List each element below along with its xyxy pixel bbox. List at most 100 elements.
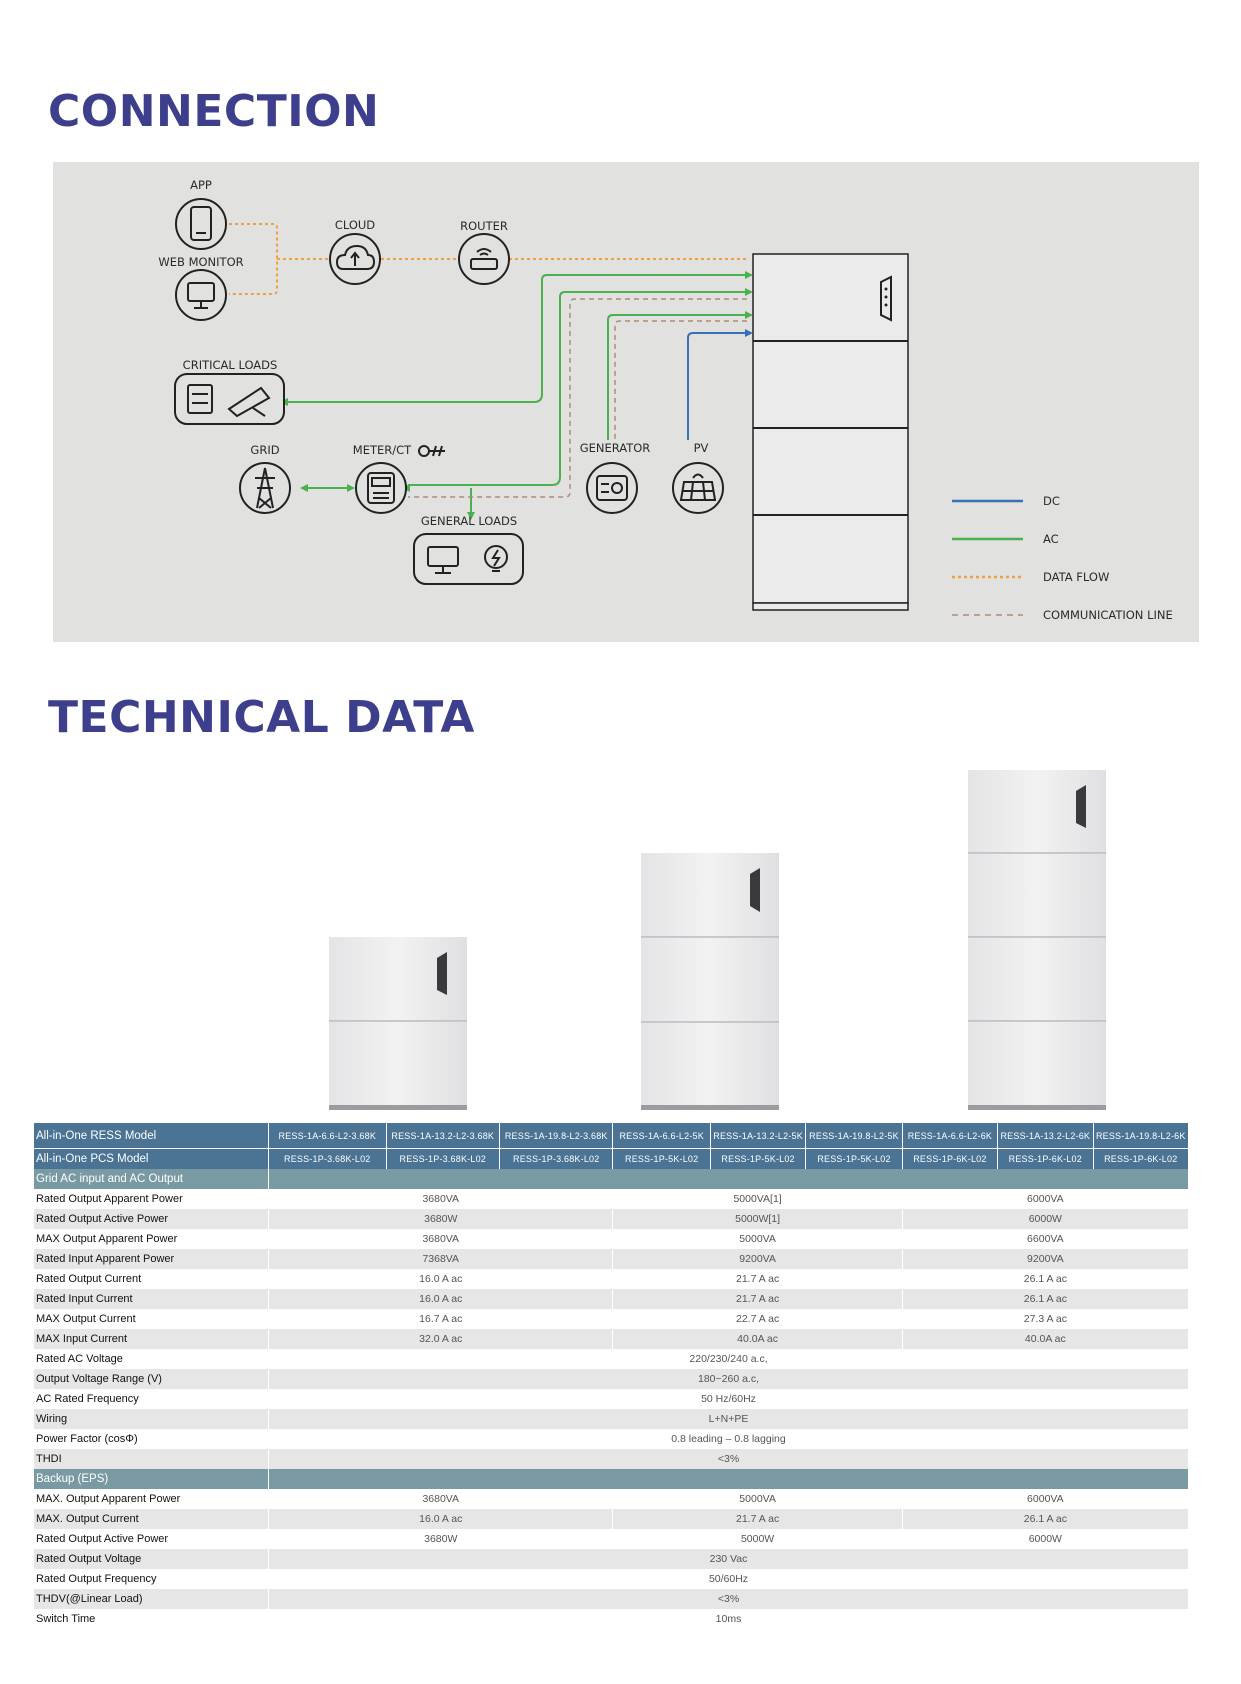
model-cell: RESS-1A-19.8-L2-3.68K: [500, 1123, 613, 1148]
ac-line-meter: [408, 291, 747, 486]
row-value: 9200VA: [902, 1249, 1188, 1269]
row-label: Rated Output Active Power: [36, 1533, 169, 1545]
row-value: 21.7 A ac: [613, 1289, 902, 1309]
pv-solar-panel-icon: [672, 462, 724, 514]
row-value: 5000VA[1]: [733, 1193, 782, 1205]
row-value: 9200VA: [613, 1249, 902, 1269]
table-row: THDI<3%: [34, 1449, 1188, 1469]
row-value: <3%: [269, 1449, 1188, 1469]
dc-line-pv: [687, 332, 747, 440]
model-cell: RESS-1P-6K-L02: [1093, 1148, 1188, 1169]
row-value: 40.0A ac: [902, 1329, 1188, 1349]
ac-line-generator: [607, 314, 747, 440]
row-label: MAX Input Current: [34, 1329, 269, 1349]
row-value: <3%: [269, 1589, 1188, 1609]
row-value: 5000VA: [739, 1493, 776, 1505]
row-value: 3680W: [269, 1209, 613, 1229]
row-value: 50/60Hz: [708, 1573, 749, 1585]
row-value: 21.7 A ac: [735, 1273, 780, 1285]
table-row: Switch Time 10ms: [34, 1609, 1188, 1629]
row-value: 3680VA: [422, 1193, 460, 1205]
product-images: [0, 760, 1241, 1110]
general-loads-label: GENERAL LOADS: [421, 514, 517, 528]
row-label: Switch Time: [36, 1613, 96, 1625]
connection-title: CONNECTION: [48, 86, 380, 137]
row-label: Rated Output Apparent Power: [36, 1193, 183, 1205]
app-label: APP: [190, 178, 212, 192]
model-cell: RESS-1A-13.2-L2-6K: [998, 1123, 1093, 1148]
ress-large-unit-image: [968, 770, 1106, 1110]
row-value: 16.0 A ac: [269, 1289, 613, 1309]
critical-loads-label: CRITICAL LOADS: [183, 358, 278, 372]
row-value: 26.1 A ac: [902, 1509, 1188, 1529]
row-value: 50 Hz/60Hz: [701, 1393, 756, 1405]
model-cell: RESS-1P-6K-L02: [998, 1148, 1093, 1169]
row-label: THDI: [34, 1449, 269, 1469]
app-phone-icon: [175, 198, 227, 250]
meter-icon: [355, 462, 407, 514]
model-cell: RESS-1A-19.8-L2-6K: [1093, 1123, 1188, 1148]
ress-medium-unit-image: [641, 853, 779, 1110]
model-cell: RESS-1P-3.68K-L02: [269, 1148, 386, 1169]
table-row: THDV(@Linear Load)<3%: [34, 1589, 1188, 1609]
ress-cabinet-icon: [752, 253, 909, 611]
communication-line-meter: [408, 298, 747, 498]
section-title: Grid AC input and AC Output: [34, 1169, 269, 1189]
generator-icon: [586, 462, 638, 514]
row-value: 6600VA: [1027, 1233, 1064, 1245]
row-label: Rated AC Voltage: [36, 1353, 123, 1365]
table-row: Output Voltage Range (V)180~260 a.c,: [34, 1369, 1188, 1389]
row-label: Wiring: [34, 1409, 269, 1429]
model-cell: RESS-1P-6K-L02: [902, 1148, 998, 1169]
row-value: 0.8 leading – 0.8 lagging: [671, 1433, 786, 1445]
section-header-row: Backup (EPS): [34, 1469, 1188, 1489]
row-label: Power Factor (cosΦ): [36, 1433, 138, 1445]
section-header-row: Grid AC input and AC Output: [34, 1169, 1188, 1189]
general-loads-icon: [413, 533, 524, 585]
row-value: 6000VA: [1027, 1493, 1064, 1505]
grid-tower-icon: [239, 462, 291, 514]
row-value: 16.0 A ac: [269, 1509, 613, 1529]
router-label: ROUTER: [460, 219, 508, 233]
communication-line-generator: [614, 320, 747, 440]
model-cell: RESS-1A-6.6-L2-6K: [902, 1123, 998, 1148]
row-value: 22.7 A ac: [735, 1313, 780, 1325]
legend-data-flow: DATA FLOW: [1043, 570, 1109, 584]
cloud-label: CLOUD: [335, 218, 375, 232]
model-cell: RESS-1A-13.2-L2-3.68K: [386, 1123, 499, 1148]
row-value: 5000W[1]: [613, 1209, 902, 1229]
row-value: L+N+PE: [269, 1409, 1188, 1429]
row-label: Rated Output Frequency: [36, 1573, 157, 1585]
model-row-label: All-in-One PCS Model: [34, 1148, 269, 1169]
row-value: 16.0 A ac: [419, 1273, 463, 1285]
legend-dc: DC: [1043, 494, 1060, 508]
row-value: 6000W: [902, 1209, 1188, 1229]
row-label: Rated Output Active Power: [34, 1209, 269, 1229]
row-value: 3680VA: [422, 1493, 460, 1505]
model-row-label: All-in-One RESS Model: [34, 1123, 269, 1148]
row-value: 40.0A ac: [613, 1329, 902, 1349]
generator-label: GENERATOR: [580, 441, 651, 455]
row-label: Rated Output Voltage: [34, 1549, 269, 1569]
model-cell: RESS-1P-5K-L02: [613, 1148, 710, 1169]
model-cell: RESS-1A-6.6-L2-5K: [613, 1123, 710, 1148]
technical-data-title: TECHNICAL DATA: [48, 692, 475, 743]
row-label: THDV(@Linear Load): [34, 1589, 269, 1609]
row-value: 3680W: [424, 1533, 458, 1545]
row-value: 6000W: [1028, 1533, 1062, 1545]
row-value: 10ms: [715, 1613, 742, 1625]
row-label: Rated Output Current: [36, 1273, 142, 1285]
